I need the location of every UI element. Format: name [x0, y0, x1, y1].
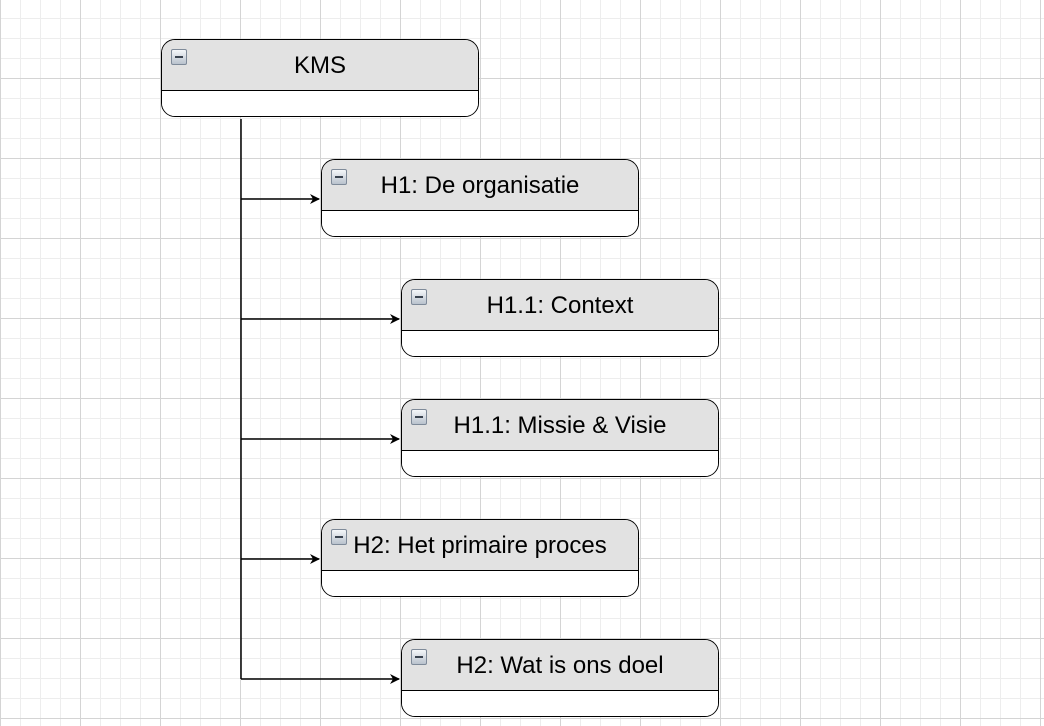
node-label: H1: De organisatie — [380, 172, 580, 199]
node-kms[interactable]: KMS — [161, 39, 479, 117]
node-header[interactable]: H1: De organisatie — [322, 160, 638, 211]
collapse-minus-icon[interactable] — [171, 49, 187, 65]
node-label: H1.1: Context — [486, 292, 634, 319]
node-header[interactable]: H2: Het primaire proces — [322, 520, 638, 571]
node-label: H1.1: Missie & Visie — [453, 412, 667, 439]
collapse-minus-icon[interactable] — [411, 649, 427, 665]
node-body — [402, 451, 718, 476]
node-label: KMS — [293, 52, 346, 79]
node-header[interactable]: KMS — [162, 40, 478, 91]
node-body — [322, 571, 638, 596]
node-label: H2: Het primaire proces — [353, 532, 607, 559]
node-body — [402, 331, 718, 356]
node-header[interactable]: H1.1: Missie & Visie — [402, 400, 718, 451]
collapse-minus-icon[interactable] — [331, 169, 347, 185]
node-body — [162, 91, 478, 116]
collapse-minus-icon[interactable] — [411, 289, 427, 305]
node-body — [402, 691, 718, 716]
node-label: H2: Wat is ons doel — [456, 652, 664, 679]
collapse-minus-icon[interactable] — [411, 409, 427, 425]
node-h1-1-missie-visie[interactable]: H1.1: Missie & Visie — [401, 399, 719, 477]
node-body — [322, 211, 638, 236]
node-header[interactable]: H2: Wat is ons doel — [402, 640, 718, 691]
node-h1-1-context[interactable]: H1.1: Context — [401, 279, 719, 357]
node-h1-de-organisatie[interactable]: H1: De organisatie — [321, 159, 639, 237]
node-h2-het-primaire-proces[interactable]: H2: Het primaire proces — [321, 519, 639, 597]
collapse-minus-icon[interactable] — [331, 529, 347, 545]
node-h2-wat-is-ons-doel[interactable]: H2: Wat is ons doel — [401, 639, 719, 717]
node-header[interactable]: H1.1: Context — [402, 280, 718, 331]
